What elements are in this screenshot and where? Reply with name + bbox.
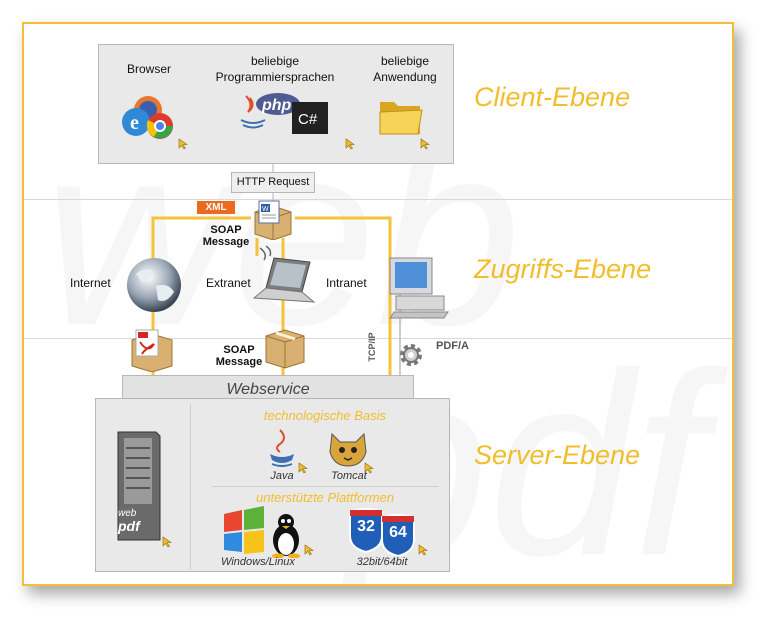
tech-basis-title: technologische Basis — [263, 408, 387, 423]
soap-bottom-line2: Message — [215, 356, 263, 368]
cursor-icon — [304, 544, 314, 556]
svg-text:C#: C# — [298, 111, 318, 128]
bit-shields-icon — [349, 508, 415, 556]
soap-package-icon: W — [254, 200, 292, 240]
xml-tag: XML — [197, 201, 235, 214]
pdf-package-icon — [131, 329, 173, 372]
java-icon — [270, 429, 294, 467]
server-tower-icon — [117, 431, 161, 541]
windows-linux-label: Windows/Linux — [221, 556, 295, 568]
pdfa-label: PDF/A — [436, 340, 469, 352]
php-java-csharp-icon: php C# — [240, 93, 328, 134]
svg-text:W: W — [262, 206, 269, 213]
gear-icon — [400, 344, 422, 366]
tomcat-label: Tomcat — [331, 470, 367, 482]
extranet-label: Extranet — [206, 276, 251, 290]
intranet-label: Intranet — [326, 276, 367, 290]
languages-label-line2: Programmiersprachen — [215, 70, 335, 84]
globe-icon — [127, 258, 181, 312]
server-divider — [190, 404, 191, 570]
svg-text:php: php — [261, 97, 292, 114]
application-label-line2: Anwendung — [373, 70, 437, 84]
cursor-icon — [178, 138, 188, 150]
languages-label-line1: beliebige — [250, 54, 300, 68]
soap-bottom-line1: SOAP — [223, 344, 255, 356]
windows-linux-icon — [224, 506, 300, 558]
server-hdivider — [212, 486, 438, 487]
bit64-label: 64 — [389, 524, 407, 541]
browser-label: Browser — [126, 62, 171, 76]
application-label-line1: beliebige — [380, 54, 430, 68]
svg-text:e: e — [130, 112, 139, 134]
cursor-icon — [162, 536, 172, 548]
cursor-icon — [420, 138, 430, 150]
tcpip-label: TCP/IP — [367, 332, 377, 362]
laptop-icon — [252, 245, 316, 303]
webpdf-text-line2: pdf — [118, 518, 140, 534]
server-tier-label: Server-Ebene — [474, 440, 641, 470]
bits-label: 32bit/64bit — [356, 556, 408, 568]
client-tier-label: Client-Ebene — [474, 82, 631, 112]
soap-top-line1: SOAP — [210, 224, 242, 236]
webservice-label: Webservice — [226, 381, 310, 398]
folder-icon — [379, 102, 423, 135]
soap-box-icon — [265, 329, 305, 369]
desktop-computer-icon — [389, 257, 449, 319]
cursor-icon — [345, 138, 355, 150]
band-divider-access — [24, 338, 732, 339]
platforms-title: unterstützte Plattformen — [255, 490, 394, 505]
bit32-label: 32 — [357, 518, 375, 535]
browser-logos-icon: e — [122, 96, 173, 139]
cursor-icon — [298, 462, 308, 474]
webpdf-text-line1: web — [118, 508, 137, 519]
http-request-label: HTTP Request — [236, 176, 310, 188]
tcpip-label-wrap: TCP/IP — [356, 328, 386, 372]
band-divider-client — [24, 199, 732, 200]
internet-label: Internet — [70, 276, 111, 290]
tomcat-icon — [329, 432, 367, 467]
http-request-box — [231, 172, 315, 193]
access-tier-label: Zugriffs-Ebene — [474, 254, 652, 284]
cursor-icon — [364, 462, 374, 474]
java-label: Java — [270, 470, 294, 482]
cursor-icon — [418, 544, 428, 556]
soap-top-line2: Message — [202, 236, 250, 248]
